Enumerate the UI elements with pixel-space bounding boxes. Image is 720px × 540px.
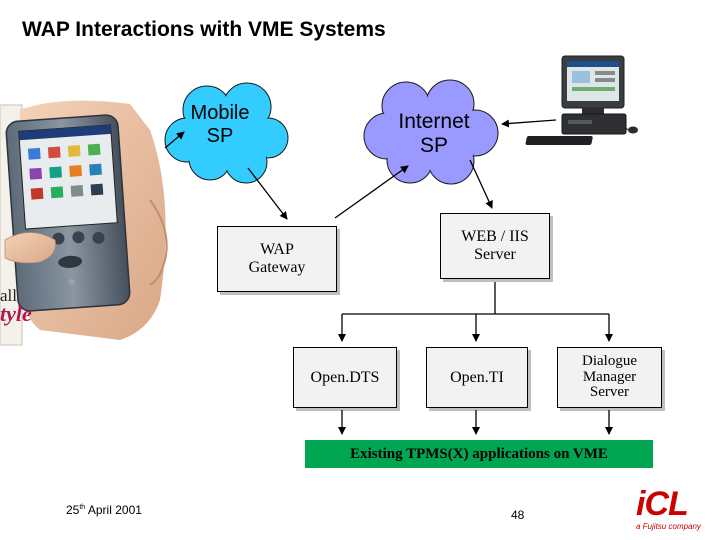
dialogue-manager-label: Dialogue Manager Server — [582, 352, 637, 401]
internet-sp-cloud — [363, 79, 499, 185]
opendts-box: Open.DTS — [293, 347, 397, 408]
footer-date-day: 25 — [66, 503, 80, 517]
web-server-box: WEB / IIS Server — [440, 213, 550, 279]
footer-date-suffix: th — [79, 504, 86, 511]
icl-logo-sub: a Fujitsu company — [636, 522, 701, 531]
internet-sp-label: Internet SP — [398, 110, 470, 158]
photo-caption-all: all — [0, 286, 17, 305]
wap-gateway-label: WAP Gateway — [248, 241, 306, 276]
internet-web-connector — [469, 159, 493, 209]
mobile-sp-label: Mobile SP — [190, 102, 250, 147]
mobile-wap-connector — [247, 167, 288, 220]
web-server-label: WEB / IIS Server — [461, 228, 529, 263]
slide-title: WAP Interactions with VME Systems — [22, 18, 386, 41]
openti-label: Open.TI — [450, 368, 504, 386]
icl-logo: iCL a Fujitsu company — [636, 487, 708, 535]
desktop-internet-connector — [501, 119, 557, 128]
photo-caption-style: tyle — [0, 301, 32, 326]
mobile-sp-cloud — [164, 82, 289, 184]
vme-applications-label: Existing TPMS(X) applications on VME — [350, 445, 608, 462]
page-number: 48 — [511, 508, 525, 522]
wap-internet-connector — [334, 165, 409, 219]
openti-box: Open.TI — [426, 347, 528, 408]
dialogue-manager-box: Dialogue Manager Server — [557, 347, 662, 408]
footer-date: 25th April 2001 — [66, 503, 142, 517]
opendts-label: Open.DTS — [310, 368, 380, 386]
vme-applications-bar: Existing TPMS(X) applications on VME — [305, 440, 653, 468]
pda-mobile-connector — [164, 131, 185, 149]
icl-logo-word: iCL — [636, 485, 689, 523]
wap-gateway-box: WAP Gateway — [217, 226, 337, 292]
footer-date-rest: April 2001 — [85, 503, 142, 517]
